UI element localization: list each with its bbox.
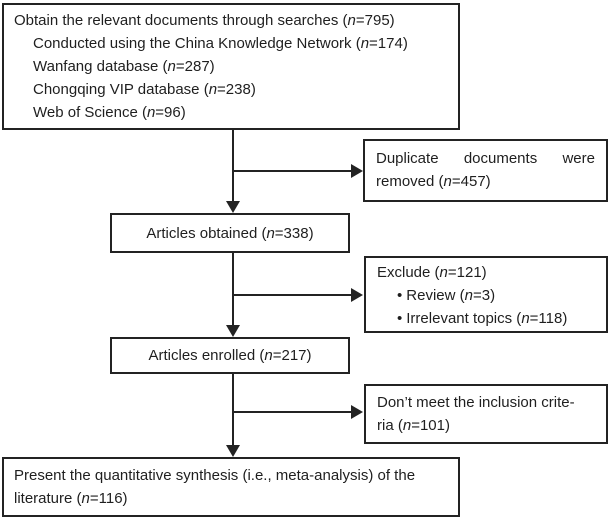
arrow-down-icon-2 bbox=[226, 325, 240, 337]
inclusion-criteria-line-1: Don’t meet the inclusion crite- bbox=[377, 394, 575, 411]
duplicates-removed-box: Duplicate documents were removed (n=457) bbox=[363, 139, 608, 202]
synthesis-box: Present the quantitative synthesis (i.e.… bbox=[2, 457, 460, 517]
bullet-icon: • bbox=[397, 287, 403, 304]
search-box-title: Obtain the relevant documents through se… bbox=[14, 12, 395, 29]
connector-vertical-2 bbox=[232, 253, 234, 326]
articles-enrolled-box: Articles enrolled (n=217) bbox=[110, 337, 350, 374]
articles-obtained-box: Articles obtained (n=338) bbox=[110, 213, 350, 253]
synthesis-line-2: literature (n=116) bbox=[14, 490, 128, 507]
search-source-cnki: Conducted using the China Knowledge Netw… bbox=[33, 35, 408, 52]
duplicates-removed-text: Duplicate documents were removed (n=457) bbox=[376, 150, 595, 190]
arrow-right-icon-3 bbox=[351, 405, 363, 419]
arrow-down-icon-3 bbox=[226, 445, 240, 457]
exclude-bullet-irrelevant-text: Irrelevant topics (n=118) bbox=[406, 310, 568, 327]
connector-horizontal-1 bbox=[232, 170, 353, 172]
arrow-right-icon-2 bbox=[351, 288, 363, 302]
search-source-wos: Web of Science (n=96) bbox=[33, 104, 186, 121]
articles-enrolled-label: Articles enrolled (n=217) bbox=[148, 347, 312, 364]
search-source-vip: Chongqing VIP database (n=238) bbox=[33, 81, 256, 98]
search-box: Obtain the relevant documents through se… bbox=[2, 3, 460, 130]
search-source-wanfang: Wanfang database (n=287) bbox=[33, 58, 215, 75]
arrow-down-icon-1 bbox=[226, 201, 240, 213]
connector-horizontal-2 bbox=[232, 294, 353, 296]
arrow-right-icon-1 bbox=[351, 164, 363, 178]
inclusion-criteria-box: Don’t meet the inclusion crite- ria (n=1… bbox=[364, 384, 608, 444]
bullet-icon: • bbox=[397, 310, 403, 327]
articles-obtained-label: Articles obtained (n=338) bbox=[146, 224, 314, 242]
exclude-box-title: Exclude (n=121) bbox=[377, 264, 487, 281]
exclude-bullet-review: •Review (n=3) bbox=[377, 284, 595, 307]
exclude-bullet-review-text: Review (n=3) bbox=[406, 287, 496, 304]
exclude-bullet-irrelevant: •Irrelevant topics (n=118) bbox=[377, 307, 595, 330]
connector-horizontal-3 bbox=[232, 411, 353, 413]
inclusion-criteria-line-2: ria (n=101) bbox=[377, 417, 450, 434]
connector-vertical-3 bbox=[232, 374, 234, 446]
connector-vertical-1 bbox=[232, 129, 234, 203]
exclude-box: Exclude (n=121) •Review (n=3) •Irrelevan… bbox=[364, 256, 608, 333]
synthesis-line-1: Present the quantitative synthesis (i.e.… bbox=[14, 467, 416, 484]
